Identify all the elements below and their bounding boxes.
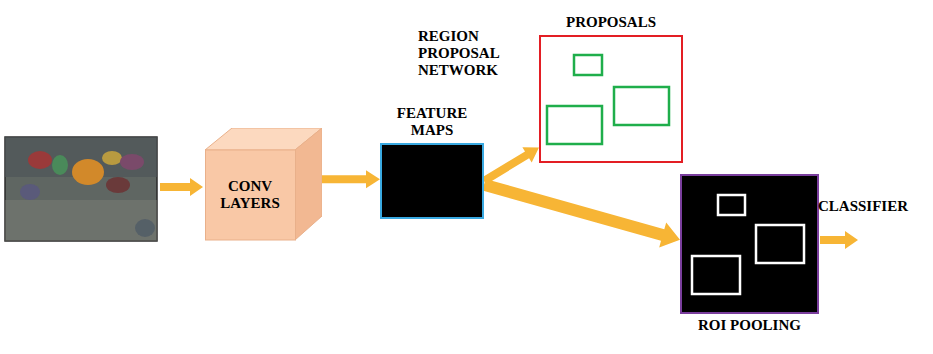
cube-text-area: CONV LAYERS [205,150,295,240]
node-label: CONV LAYERS [208,178,292,212]
node-heading: FEATURE MAPS [392,105,472,139]
image-object [106,177,130,193]
image-object [72,159,104,185]
output-label: CLASSIFIER [818,198,928,215]
node-frame [380,143,484,219]
flow-arrow [322,170,380,188]
node-heading: PROPOSALS [539,14,683,31]
conv-cube: CONV LAYERS [205,128,322,242]
feature-box: FEATURE MAPS [380,105,484,219]
proposal-box [547,106,602,144]
input-arrow [160,178,203,196]
image-object [102,151,122,165]
roi-box [718,195,745,215]
output-arrow [820,231,858,249]
cube-side [295,128,322,240]
roi-box [692,256,740,294]
image-object [52,155,68,175]
image-object [28,151,52,169]
image-object [120,154,144,170]
feature-box: PROPOSALS [539,14,683,163]
feature-box: ROI POOLING [680,174,819,334]
proposal-box [574,55,602,75]
proposal-box [614,87,669,125]
roi-box [756,225,804,263]
cube-front [206,150,296,240]
input-image [5,137,157,241]
image-object [20,184,40,200]
node-heading: ROI POOLING [680,317,819,334]
network-label: REGION PROPOSAL NETWORK [418,28,536,79]
node-frame [680,174,819,314]
flow-arrow [482,147,539,184]
image-sand [5,200,157,241]
flow-arrow [482,179,680,248]
node-frame [539,35,683,163]
